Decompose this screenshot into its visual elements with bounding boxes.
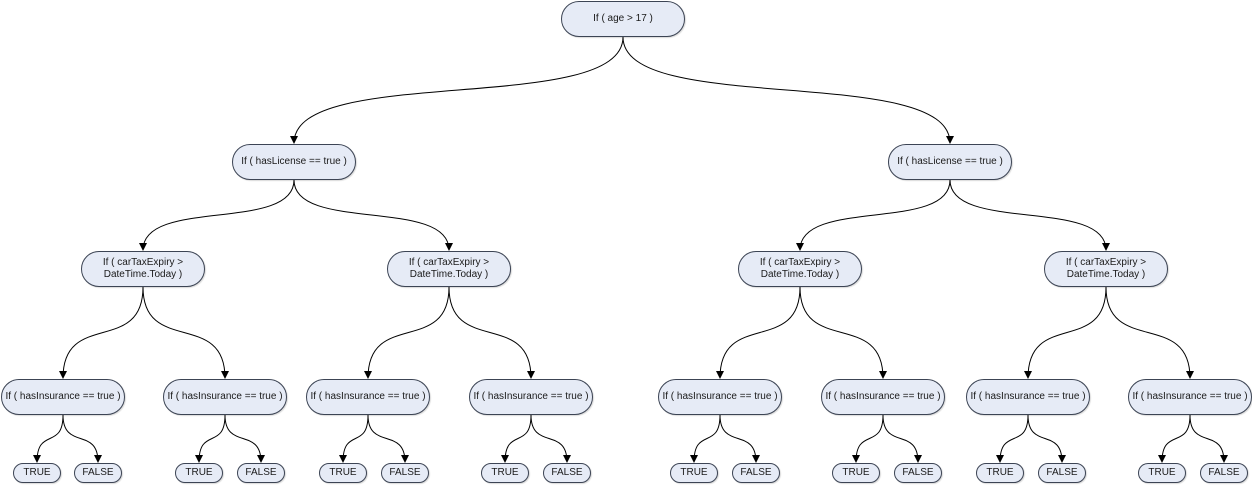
insurance-node: If ( hasInsurance == true ) [658, 379, 782, 415]
false-leaf: FALSE [237, 463, 285, 483]
insurance-node: If ( hasInsurance == true ) [966, 379, 1090, 415]
tree-edge [293, 179, 453, 251]
tree-edge [142, 286, 229, 379]
root-node: If ( age > 17 ) [561, 1, 685, 37]
false-leaf: FALSE [732, 463, 780, 483]
insurance-node: If ( hasInsurance == true ) [1, 379, 125, 415]
license-node: If ( hasLicense == true ) [232, 144, 356, 180]
license-node: If ( hasLicense == true ) [888, 144, 1012, 180]
true-leaf: TRUE [319, 463, 367, 483]
false-leaf: FALSE [1200, 463, 1248, 483]
false-leaf: FALSE [894, 463, 942, 483]
tree-edge [1105, 286, 1194, 379]
tree-edge [1024, 286, 1107, 379]
true-leaf: TRUE [481, 463, 529, 483]
tree-edge [949, 179, 1110, 251]
tree-edge [622, 36, 954, 144]
tax-expiry-node: If ( carTaxExpiry > DateTime.Today ) [387, 251, 511, 287]
tax-expiry-node: If ( carTaxExpiry > DateTime.Today ) [738, 251, 862, 287]
tree-edge [364, 286, 450, 379]
tree-edge [339, 414, 369, 463]
tax-expiry-node: If ( carTaxExpiry > DateTime.Today ) [1044, 251, 1168, 287]
tree-edge [448, 286, 535, 379]
insurance-node: If ( hasInsurance == true ) [306, 379, 430, 415]
insurance-node: If ( hasInsurance == true ) [163, 379, 287, 415]
true-leaf: TRUE [1138, 463, 1186, 483]
false-leaf: FALSE [74, 463, 122, 483]
tree-edge [719, 414, 760, 463]
true-leaf: TRUE [670, 463, 718, 483]
tree-edge [1027, 414, 1066, 463]
tree-edge [530, 414, 571, 463]
tree-edge [195, 414, 226, 463]
tree-edge [1158, 414, 1191, 463]
tree-edge [59, 286, 144, 379]
tree-edge [139, 179, 295, 251]
tree-edge [367, 414, 409, 463]
tree-edge [882, 414, 922, 463]
true-leaf: TRUE [832, 463, 880, 483]
tree-edge [716, 286, 801, 379]
true-leaf: TRUE [175, 463, 223, 483]
tax-expiry-node: If ( carTaxExpiry > DateTime.Today ) [81, 251, 205, 287]
insurance-node: If ( hasInsurance == true ) [469, 379, 593, 415]
tree-edge [62, 414, 102, 463]
tree-edge [1189, 414, 1228, 463]
tree-edge [690, 414, 721, 463]
tree-edge [996, 414, 1029, 463]
false-leaf: FALSE [543, 463, 591, 483]
tree-edge [290, 36, 624, 144]
insurance-node: If ( hasInsurance == true ) [1128, 379, 1252, 415]
false-leaf: FALSE [381, 463, 429, 483]
tree-edge [501, 414, 532, 463]
tree-edge [799, 286, 887, 379]
tree-edge [224, 414, 265, 463]
tree-edge [796, 179, 951, 251]
false-leaf: FALSE [1038, 463, 1086, 483]
insurance-node: If ( hasInsurance == true ) [821, 379, 945, 415]
tree-edge [33, 414, 64, 463]
tree-edge [852, 414, 884, 463]
true-leaf: TRUE [13, 463, 61, 483]
true-leaf: TRUE [976, 463, 1024, 483]
